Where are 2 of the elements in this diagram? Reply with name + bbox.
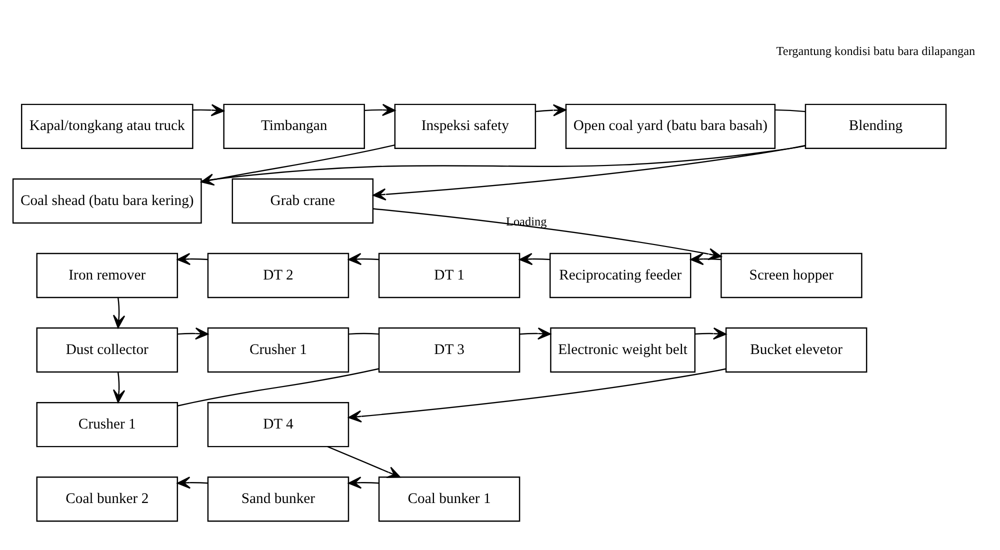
edge-label: Loading: [506, 214, 547, 228]
node-label: Tergantung kondisi batu bara dilapangan: [776, 43, 976, 58]
